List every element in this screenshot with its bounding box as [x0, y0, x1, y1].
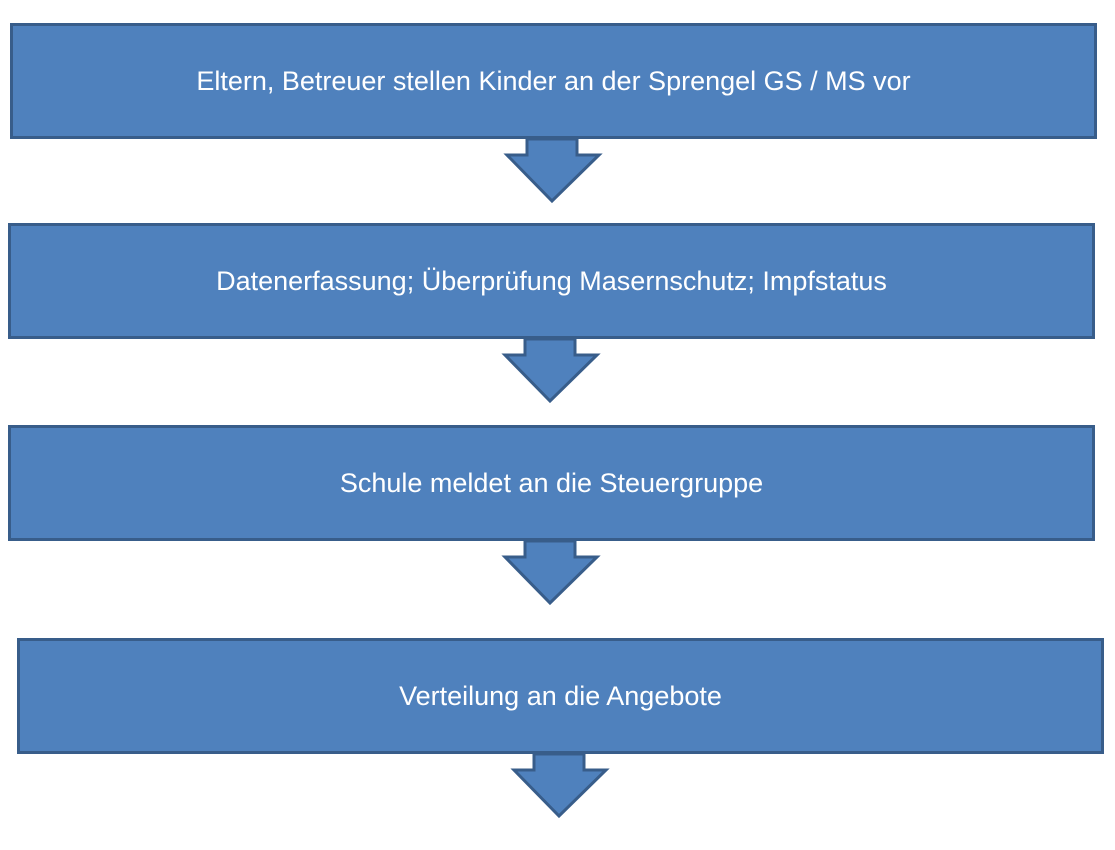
flow-step-1-box: Eltern, Betreuer stellen Kinder an der S…	[10, 23, 1097, 139]
flow-step-4-label: Verteilung an die Angebote	[399, 680, 722, 711]
flow-step-4-box: Verteilung an die Angebote	[17, 638, 1104, 754]
flow-step-1-label: Eltern, Betreuer stellen Kinder an der S…	[196, 65, 911, 96]
down-arrow-icon	[503, 137, 603, 204]
down-arrow-icon	[510, 752, 610, 819]
flow-step-2-box: Datenerfassung; Überprüfung Masernschutz…	[8, 223, 1095, 339]
flow-step-3-box: Schule meldet an die Steuergruppe	[8, 425, 1095, 541]
down-arrow-icon	[501, 539, 601, 606]
down-arrow-icon	[501, 337, 601, 404]
flow-step-3-label: Schule meldet an die Steuergruppe	[339, 467, 764, 498]
flow-step-2-label: Datenerfassung; Überprüfung Masernschutz…	[216, 265, 887, 296]
